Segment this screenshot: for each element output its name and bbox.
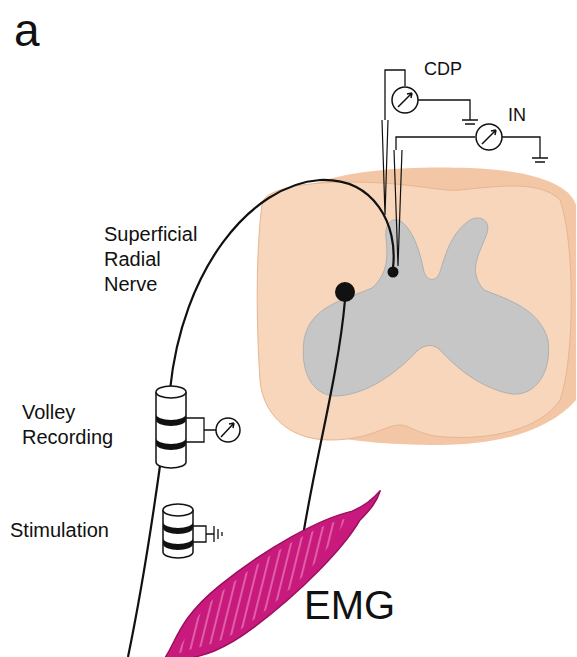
motoneuron-soma: [335, 282, 355, 302]
grey-matter: [303, 218, 548, 396]
ground-symbol: [193, 526, 222, 542]
cord-front-face: [257, 182, 571, 440]
nerve-label: Superficial Radial Nerve: [104, 222, 216, 297]
ground-symbol: [502, 137, 548, 162]
volley-meter: [216, 418, 240, 442]
signal-label: EMG: [304, 580, 414, 630]
part-label: Volley Recording: [22, 400, 146, 450]
panel-letter: a: [14, 2, 64, 60]
cdp-electrode: [382, 70, 478, 215]
spinal-cord: [257, 167, 576, 445]
recording-cuff: [156, 386, 240, 468]
muscle: [141, 471, 399, 657]
muscle-belly: [141, 471, 399, 657]
signal-label: CDP: [424, 58, 484, 81]
interneuron-soma: [388, 267, 399, 278]
part-label: Stimulation: [10, 518, 150, 543]
signal-label: IN: [508, 104, 558, 127]
cdp-meter: [392, 87, 418, 113]
in-meter: [476, 124, 502, 150]
stimulation-cuff: [163, 504, 222, 558]
ground-symbol: [418, 100, 478, 124]
in-electrode: [394, 124, 548, 266]
muscle-striation: [160, 504, 359, 657]
